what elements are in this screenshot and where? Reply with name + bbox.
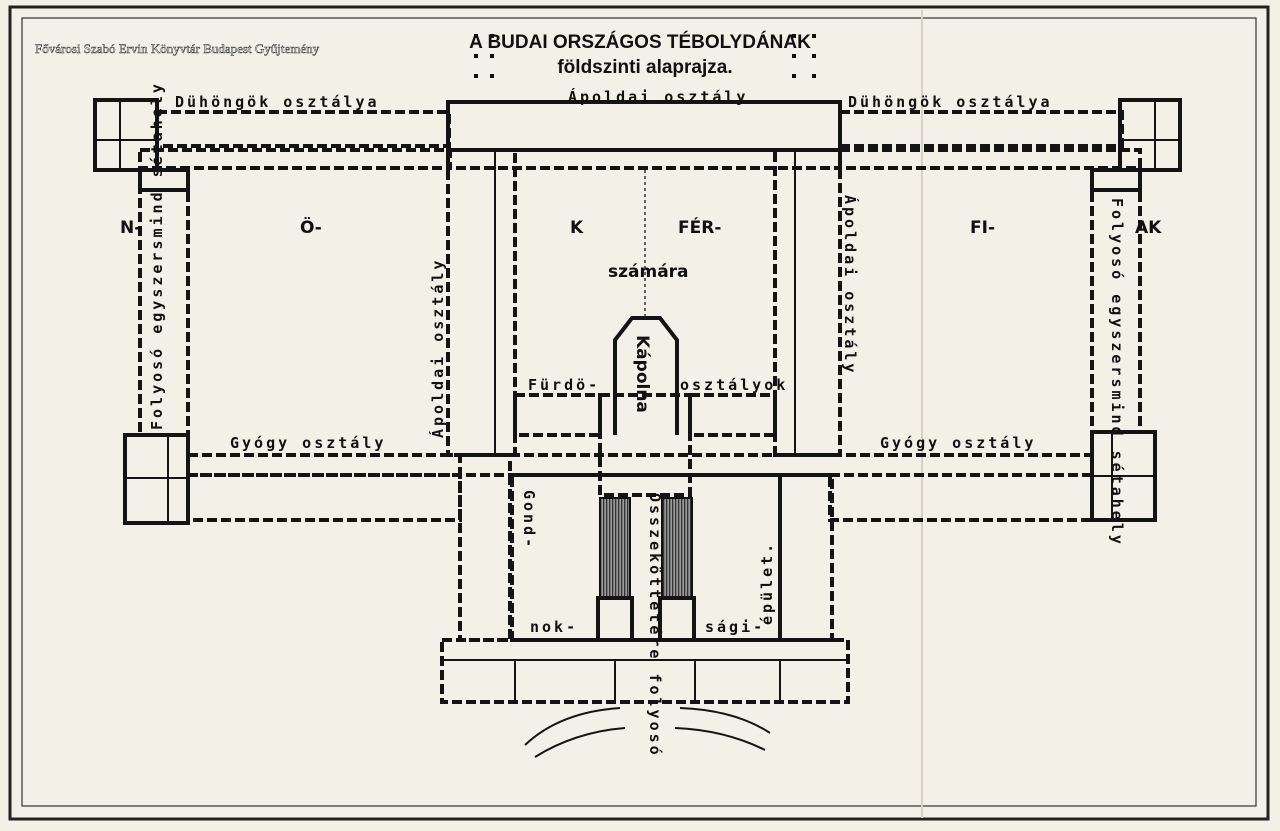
label-duhongok-left: Dühöngök osztálya: [175, 93, 380, 111]
label-duhongok-right: Dühöngök osztálya: [848, 93, 1053, 111]
label-folyoso-left: Folyosó egyszersmind sétahely: [148, 81, 166, 430]
label-folyoso-right: Folyosó egyszersmind sétahely: [1108, 198, 1126, 547]
label-kapolna: Kápolna: [632, 335, 652, 413]
plan-labels: Dühöngök osztálya Ápoldai osztály Dühöng…: [120, 81, 1162, 758]
label-nok: nok-: [530, 618, 578, 636]
title-line-2: földszinti alaprajza.: [557, 57, 732, 78]
label-gyogy-right: Gyógy osztály: [880, 434, 1036, 452]
label-epulet: épület.: [758, 541, 776, 625]
label-n: N-: [120, 218, 141, 238]
label-fi: FI-: [970, 218, 995, 238]
label-o: Ö-: [300, 216, 322, 238]
label-apoldai-top: Ápoldai osztály: [568, 87, 748, 106]
label-apoldai-right: Ápoldai osztály: [841, 195, 860, 375]
title-ornaments: [474, 34, 816, 78]
title-line-1: A BUDAI ORSZÁGOS TÉBOLYDÁNAK: [469, 31, 811, 53]
label-osszekoto: Összeköttetére folyosó: [646, 493, 665, 758]
label-apoldai-left: Ápoldai osztály: [428, 258, 447, 438]
label-fer: FÉR-: [678, 216, 721, 238]
label-sagi: sági-: [705, 618, 765, 636]
outer-frame: [8, 5, 1270, 821]
label-gond: Gond-: [520, 490, 538, 550]
watermark: Fővárosi Szabó Ervin Könyvtár Budapest G…: [35, 41, 320, 56]
building-walls: [93, 98, 1182, 758]
label-szamara: számára: [608, 262, 689, 282]
inner-frame: [21, 17, 1257, 807]
label-ak: AK: [1135, 218, 1162, 238]
label-furdo: Fürdö-: [528, 376, 600, 394]
label-k: K: [570, 218, 584, 238]
label-osztalyok: osztályok: [680, 376, 788, 394]
label-gyogy-left: Gyógy osztály: [230, 434, 386, 452]
